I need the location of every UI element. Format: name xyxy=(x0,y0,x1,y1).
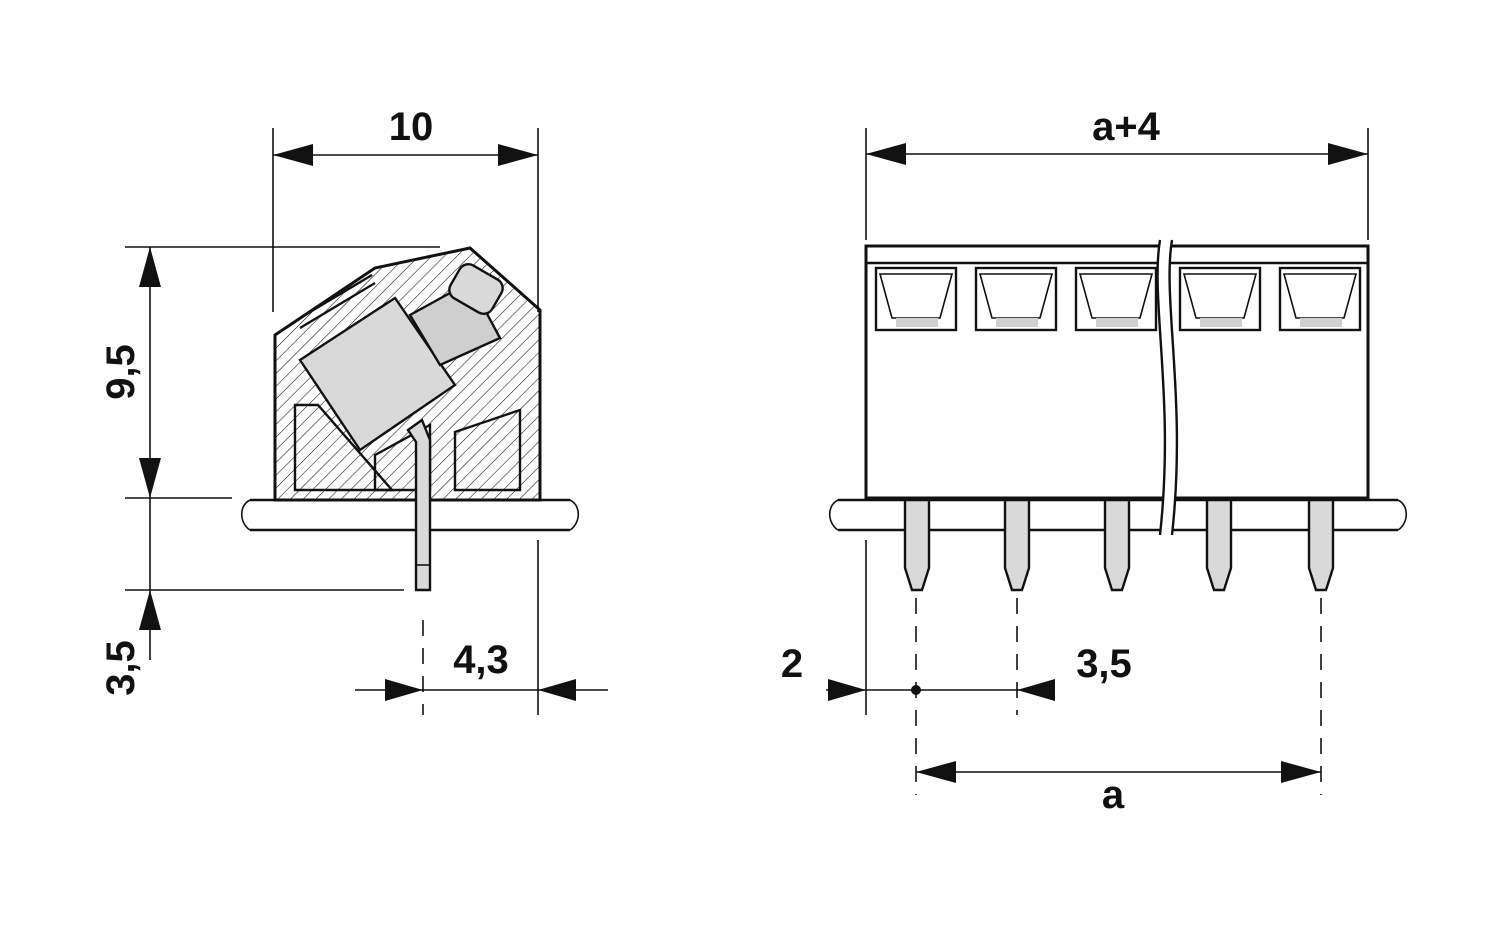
front-clamp-openings xyxy=(874,266,1362,332)
front-housing xyxy=(864,244,1370,500)
side-view: 10 9,5 3,5 4,3 xyxy=(99,105,608,715)
side-pushbutton xyxy=(298,263,504,452)
front-pins xyxy=(903,498,1335,592)
clamp-opening xyxy=(974,266,1058,332)
front-pin xyxy=(1307,498,1335,592)
dim-pin-offset-4-3: 4,3 xyxy=(355,638,608,701)
dim-pin-span-a: a xyxy=(916,761,1321,817)
clamp-opening xyxy=(1178,266,1262,332)
dim-pin-span-label: a xyxy=(1102,773,1125,817)
front-view: a+4 2 3,5 a xyxy=(781,105,1408,817)
side-pcb xyxy=(240,498,580,532)
dim-width-10: 10 xyxy=(273,105,538,166)
side-pin xyxy=(406,418,432,592)
dim-edge-offset-label: 2 xyxy=(781,642,803,686)
dim-width-label: 10 xyxy=(389,105,434,149)
dim-pin-length-label: 3,5 xyxy=(99,640,143,696)
dim-overall-label: a+4 xyxy=(1092,105,1161,149)
front-pin xyxy=(903,498,931,592)
dim-edge-and-pitch: 2 3,5 xyxy=(781,642,1132,701)
front-pin xyxy=(1103,498,1131,592)
front-pin xyxy=(1003,498,1031,592)
clamp-opening xyxy=(874,266,958,332)
clamp-opening xyxy=(1278,266,1362,332)
front-break-mark xyxy=(1156,239,1179,536)
dim-pin-offset-label: 4,3 xyxy=(453,638,509,682)
dim-height-9-5: 9,5 xyxy=(99,247,161,498)
dim-pin-length-3-5: 3,5 xyxy=(99,498,161,696)
dim-overall-a-plus-4: a+4 xyxy=(866,105,1368,165)
dim-pitch-label: 3,5 xyxy=(1076,642,1132,686)
dim-height-label: 9,5 xyxy=(99,344,143,400)
clamp-opening xyxy=(1074,266,1158,332)
front-pin xyxy=(1205,498,1233,592)
